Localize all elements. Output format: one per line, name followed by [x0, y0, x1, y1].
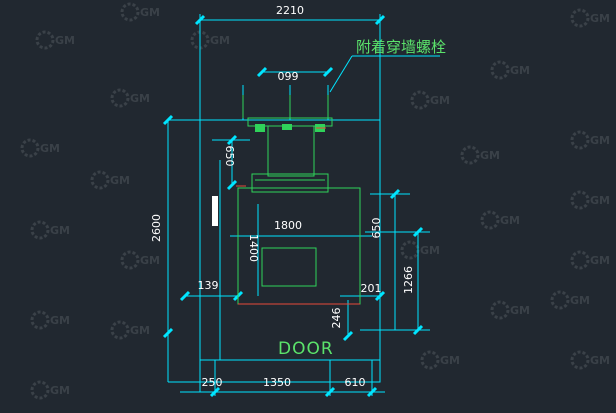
watermark-logo: GM — [570, 350, 610, 370]
watermark-text: GM — [130, 92, 150, 105]
watermark-text: GM — [440, 354, 460, 367]
watermark-logo: GM — [460, 145, 500, 165]
watermark-logo: GM — [420, 350, 460, 370]
watermark-logo: GM — [30, 380, 70, 400]
dim-car-width: 1800 — [274, 219, 302, 232]
watermark-text: GM — [55, 34, 75, 47]
dim-right-small: 201 — [361, 282, 382, 295]
dim-bottom-mid: 1350 — [263, 376, 291, 389]
dim-bottom-left: 250 — [202, 376, 223, 389]
watermark-text: GM — [140, 254, 160, 267]
dim-right-lower: 1266 — [402, 266, 415, 294]
watermark-text: GM — [590, 254, 610, 267]
watermark-text: GM — [50, 314, 70, 327]
watermark-logo: GM — [190, 30, 230, 50]
watermark-logo: GM — [90, 170, 130, 190]
watermark-logo: GM — [570, 130, 610, 150]
watermark-logo: GM — [480, 210, 520, 230]
watermark-text: GM — [420, 244, 440, 257]
watermark-text: GM — [590, 134, 610, 147]
watermark-text: GM — [480, 149, 500, 162]
dim-bottom-right: 610 — [345, 376, 366, 389]
watermark-logo: GM — [550, 290, 590, 310]
dim-right-upper: 650 — [370, 218, 383, 239]
structure-lines — [237, 95, 361, 305]
watermark-logo: GM — [490, 60, 530, 80]
watermark-text: GM — [210, 34, 230, 47]
watermark-logo: GM — [490, 300, 530, 320]
watermark-logo: GM — [110, 320, 150, 340]
watermark-text: GM — [430, 94, 450, 107]
anchor-bolt-annotation: 附着穿墙螺栓 — [356, 38, 446, 56]
watermark-text: GM — [50, 384, 70, 397]
dim-beam-depth: 650 — [223, 146, 236, 167]
watermark-logo: GM — [30, 310, 70, 330]
watermark-text: GM — [590, 354, 610, 367]
watermark-logo: GM — [120, 250, 160, 270]
watermark-layer: GM GM GM GM GM GM GM GM GM GM GM GM GM GM GM GM GM GM GM GM… — [20, 2, 610, 400]
dim-car-depth: 1400 — [247, 234, 260, 262]
watermark-logo: GM — [120, 2, 160, 22]
watermark-logo: GM — [570, 250, 610, 270]
watermark-text: GM — [500, 214, 520, 227]
watermark-text: GM — [110, 174, 130, 187]
watermark-text: GM — [590, 12, 610, 25]
watermark-text: GM — [140, 6, 160, 19]
dim-overall-width: 2210 — [276, 4, 304, 17]
watermark-text: GM — [590, 194, 610, 207]
dimension-lines — [167, 14, 440, 396]
watermark-text: GM — [510, 64, 530, 77]
dim-left-small: 139 — [198, 279, 219, 292]
watermark-logo: GM — [570, 8, 610, 28]
watermark-text: GM — [40, 142, 60, 155]
watermark-logo: GM — [110, 88, 150, 108]
dim-top-offset: 099 — [278, 70, 299, 83]
watermark-logo: GM — [20, 138, 60, 158]
watermark-logo: GM — [570, 190, 610, 210]
accent-lines — [236, 127, 360, 305]
watermark-logo: GM — [30, 220, 70, 240]
dim-overall-height: 2600 — [150, 214, 163, 242]
dim-bottom-gap: 246 — [330, 308, 343, 329]
watermark-text: GM — [510, 304, 530, 317]
door-label: DOOR — [278, 339, 334, 359]
watermark-text: GM — [130, 324, 150, 337]
watermark-text: GM — [570, 294, 590, 307]
watermark-logo: GM — [410, 90, 450, 110]
watermark-logo: GM — [400, 240, 440, 260]
watermark-text: GM — [50, 224, 70, 237]
watermark-logo: GM — [35, 30, 75, 50]
